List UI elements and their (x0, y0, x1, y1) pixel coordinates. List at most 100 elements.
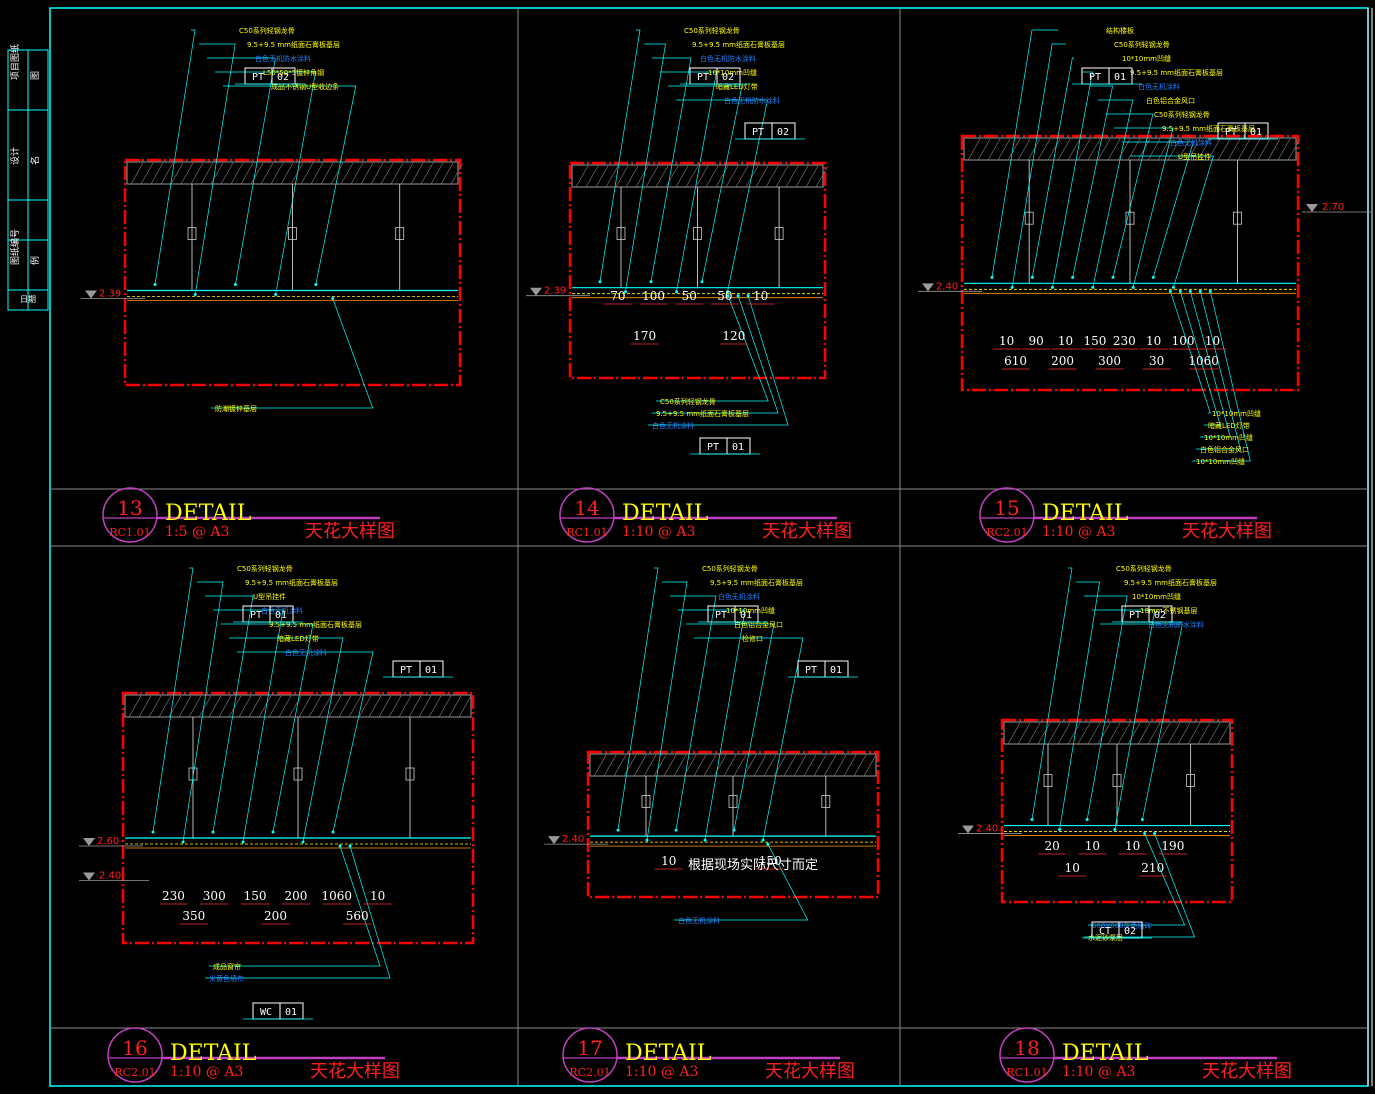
strip-text-6: 例 (29, 256, 41, 265)
leader-line (678, 609, 746, 841)
dim-value: 170 (633, 329, 656, 343)
leader-dot (153, 283, 157, 286)
level-value: 2.40 (936, 281, 958, 292)
dim-value: 20 (1044, 839, 1059, 853)
ceiling-slab (589, 753, 877, 777)
dim-value: 150 (759, 854, 782, 868)
callout-label: U型吊挂件 (253, 592, 286, 601)
leader-line (223, 85, 357, 285)
leader-line (1100, 623, 1183, 820)
leader-dot (331, 297, 335, 300)
dim-value: 50 (717, 289, 732, 303)
detail-title: DETAIL (1062, 1041, 1149, 1066)
hanger-clip (293, 767, 303, 781)
callout-label: C50系列轻钢龙骨 (1114, 40, 1170, 49)
callout-label: 检修口 (742, 634, 763, 643)
material-num: 02 (722, 72, 734, 83)
detail-bubble (559, 487, 615, 543)
leader-line (1196, 291, 1241, 450)
callout-label: 白色无机防水涂料 (1148, 620, 1204, 629)
leader-dot (1151, 275, 1155, 279)
detail-name: 天花大样图 (762, 521, 852, 542)
detail-scale: 1:10 @ A3 (170, 1064, 243, 1080)
leader-line (182, 581, 224, 843)
material-num: 01 (830, 665, 842, 676)
callout-label: 600X600灰色墙砖 (1092, 921, 1152, 930)
callout-label: 9.5+9.5 mm纸面石膏板基层 (1130, 68, 1223, 77)
hanger-clip (1043, 774, 1053, 787)
callout-label: 9.5+9.5 mm纸面石膏板基层 (692, 40, 785, 49)
callout-label: 成品不锈钢U型收边条 (271, 82, 339, 91)
detail-name: 天花大样图 (305, 521, 395, 542)
leader-line (646, 581, 688, 841)
leader-line (1169, 291, 1211, 414)
leader-dot (1153, 832, 1157, 836)
callout-label: C50系列轻钢龙骨 (237, 564, 293, 573)
dim-value: 70 (610, 289, 625, 303)
dim-value: 10 (1146, 334, 1161, 348)
leader-line (215, 71, 317, 295)
dim-value: 1060 (1188, 354, 1219, 368)
dim-value: 10 (1125, 839, 1140, 853)
level-marker: 2.40 (958, 824, 1022, 835)
leader-dot (193, 293, 197, 296)
callout-label: 10*10mm凹缝 (726, 606, 775, 615)
dim-value: 50 (682, 289, 697, 303)
material-num: 01 (275, 610, 287, 621)
leader-dot (616, 828, 620, 832)
material-num: 02 (1154, 610, 1166, 621)
dim-value: 300 (1098, 354, 1121, 368)
level-marker: 2.39 (81, 289, 145, 300)
hanger-clip (1024, 211, 1034, 225)
material-code: PT (805, 665, 817, 676)
dim-value: 150 (244, 889, 267, 903)
leader-dot (181, 840, 185, 844)
leader-dot (649, 280, 653, 284)
dim-value: 10 (1058, 334, 1073, 348)
callout-label: C50系列轻钢龙骨 (239, 26, 295, 35)
leader-line (674, 843, 809, 921)
leader-dot (1058, 828, 1062, 832)
leader-line (237, 651, 374, 833)
level-value: 2.40 (976, 824, 998, 835)
callout-label: 白色铝合金风口 (1200, 445, 1249, 454)
callout-label: 成品窗帘 (213, 962, 241, 971)
leader-line (1088, 833, 1186, 926)
callout-label: C50系列轻钢龙骨 (1154, 110, 1210, 119)
level-value-2: 2.70 (1322, 202, 1344, 213)
dim-value: 210 (1141, 861, 1164, 875)
detail-ref: RC2.01 (569, 1066, 610, 1079)
leader-dot (726, 294, 730, 298)
leader-line (205, 595, 254, 833)
leader-line (686, 623, 775, 831)
leader-dot (314, 283, 318, 286)
leader-dot (211, 830, 215, 834)
detail-scale: 1:10 @ A3 (622, 524, 695, 540)
level-value-2: 2.40 (99, 871, 121, 882)
material-num: 01 (425, 665, 437, 676)
dim-value: 100 (642, 289, 665, 303)
leader-line (207, 57, 276, 285)
leader-dot (301, 840, 305, 844)
hanger-clip (616, 227, 626, 240)
callout-label: 10*10mm凹缝 (1212, 409, 1261, 418)
material-num: 01 (1114, 72, 1126, 83)
callout-label: 白色铝合金风口 (734, 620, 783, 629)
dim-value: 10 (661, 854, 676, 868)
leader-line (154, 29, 196, 285)
material-num: 02 (777, 127, 789, 138)
